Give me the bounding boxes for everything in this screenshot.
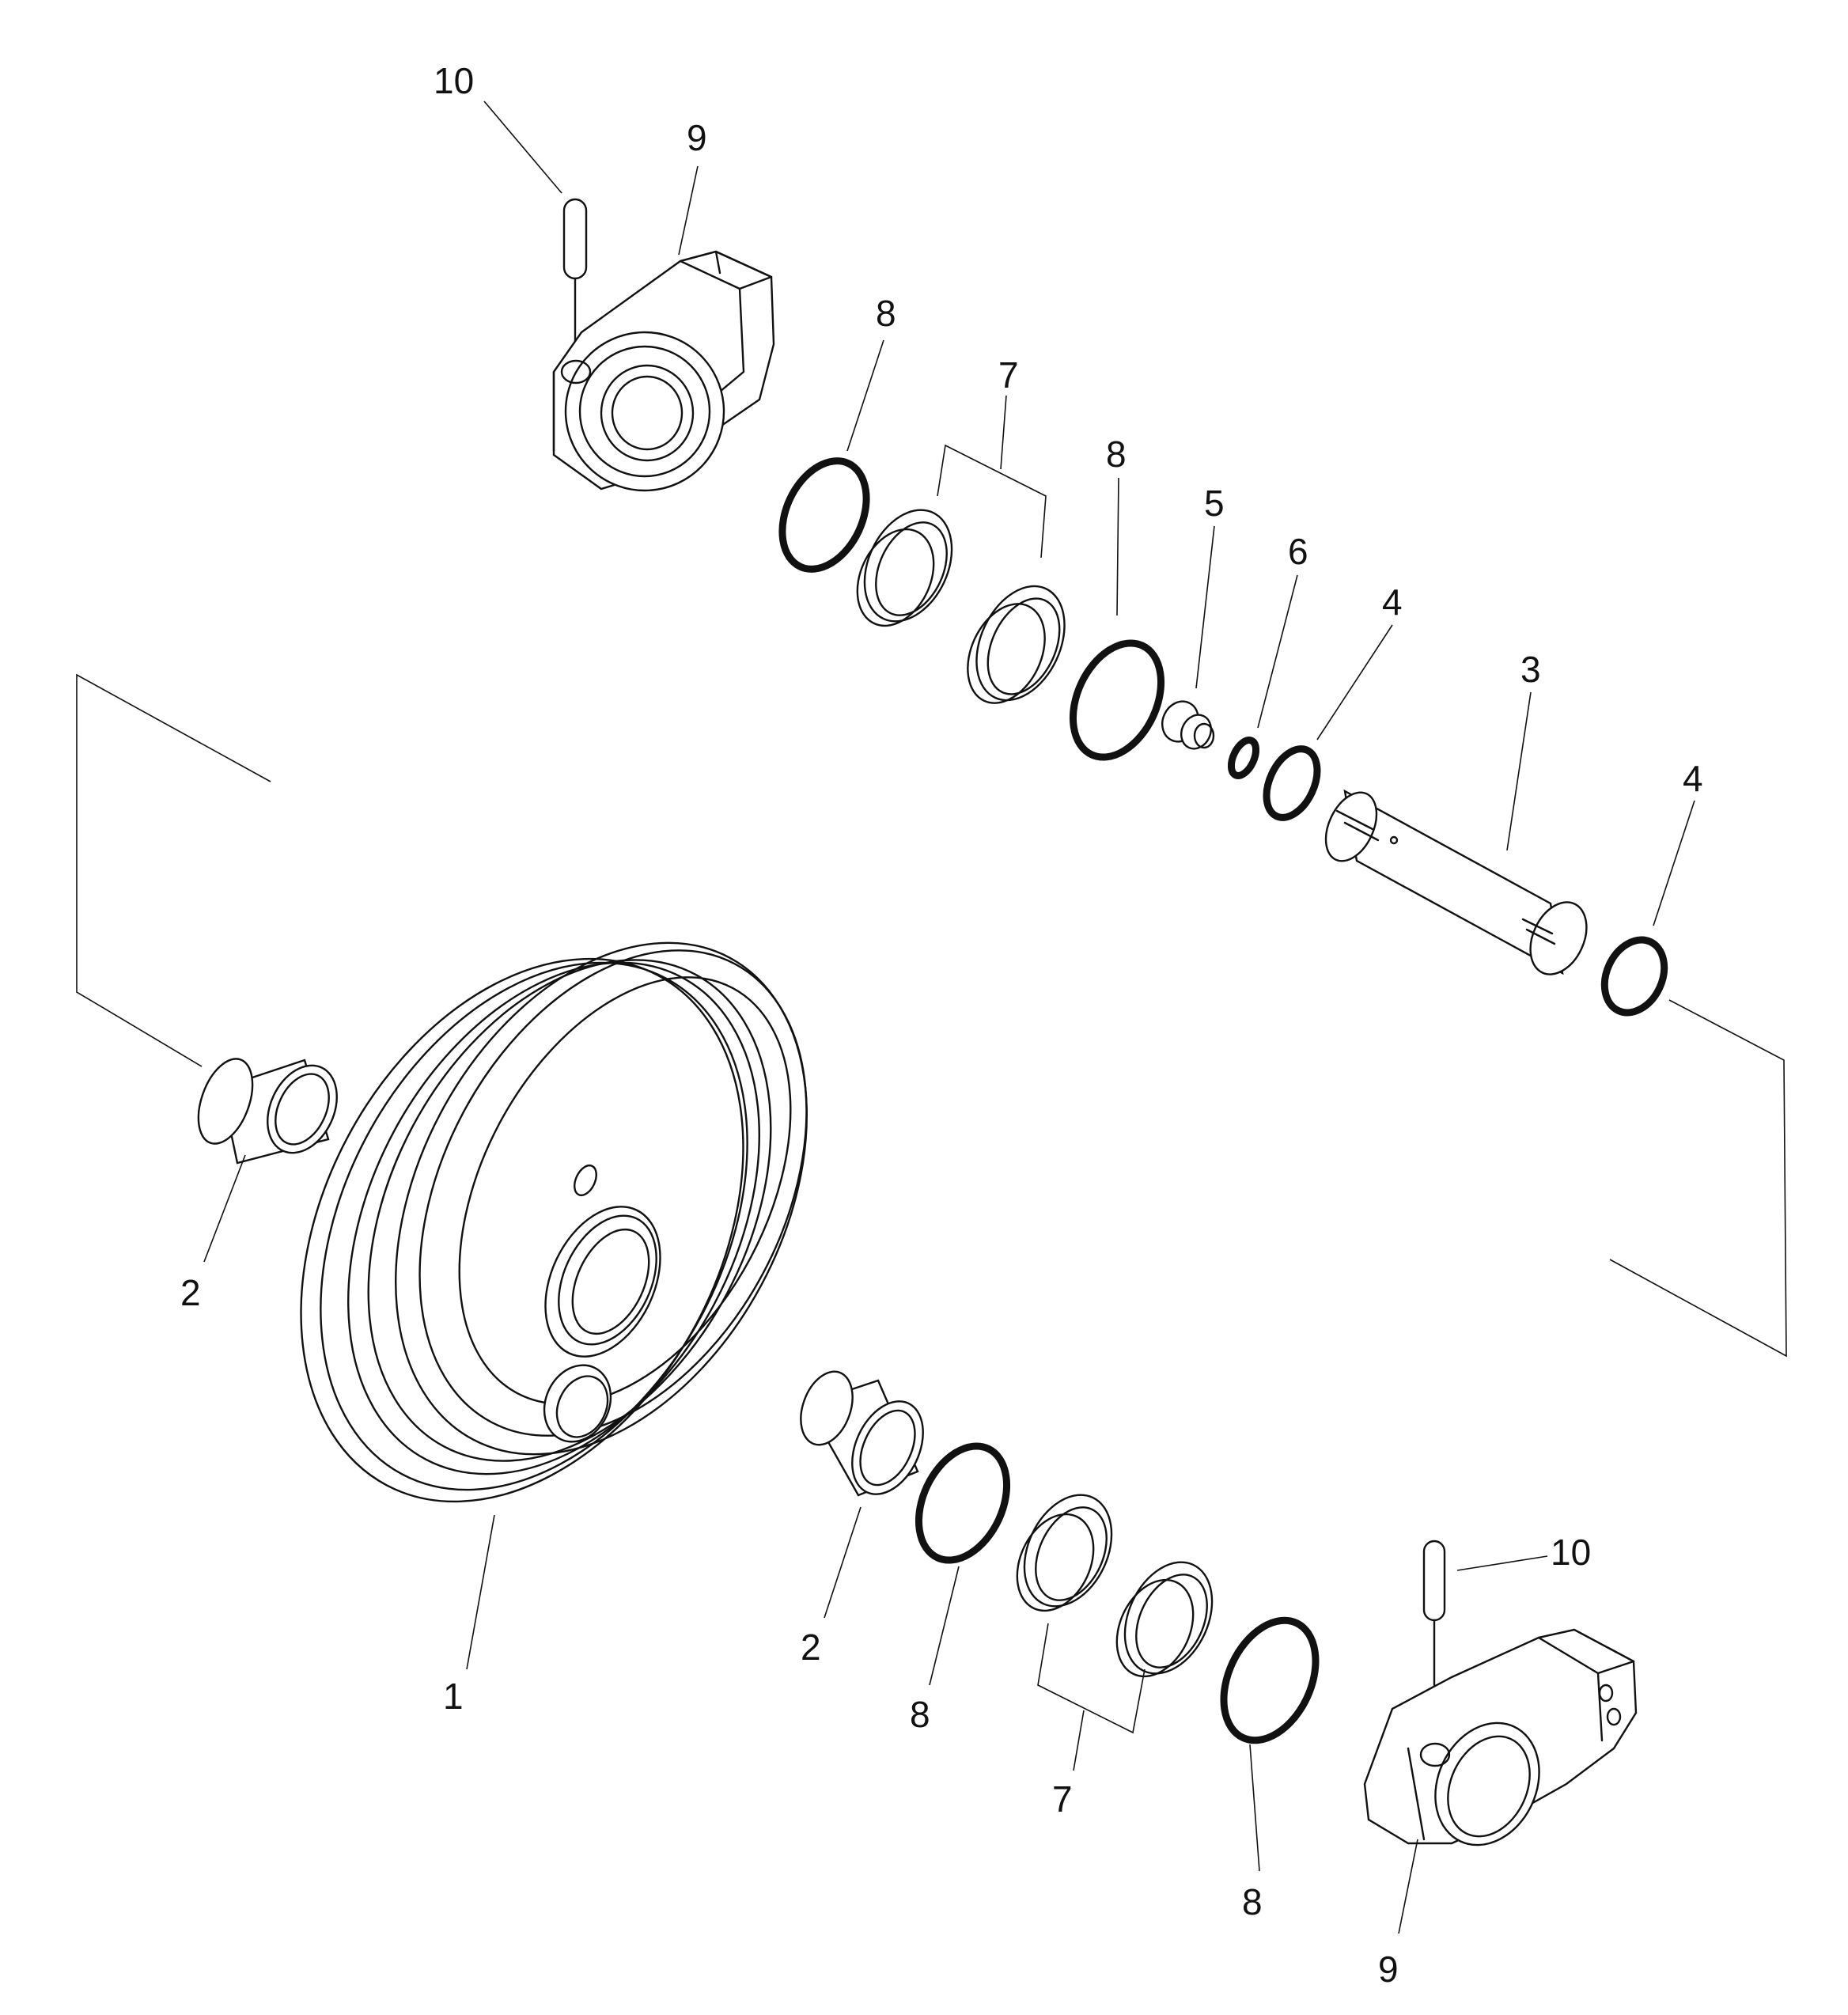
callout-5: 5 <box>1204 483 1225 524</box>
callout-3: 3 <box>1520 649 1541 690</box>
floating-seal-7a <box>856 509 953 627</box>
floating-seal-7b <box>967 585 1066 704</box>
callout-7-top: 7 <box>998 354 1019 396</box>
shaft-3 <box>1324 789 1588 975</box>
callout-4-b: 4 <box>1683 758 1703 799</box>
bushing-2-left <box>197 1058 338 1165</box>
callout-4-a: 4 <box>1382 581 1403 623</box>
assembly-line-right <box>1609 999 1787 1358</box>
callout-9-bottom: 9 <box>1378 1949 1399 1990</box>
o-ring-4b <box>1600 936 1668 1017</box>
callout-8-a: 8 <box>876 293 896 334</box>
o-ring-8d <box>1220 1616 1320 1744</box>
o-ring-4a <box>1263 745 1321 821</box>
callout-9-top: 9 <box>687 117 707 158</box>
callout-6: 6 <box>1288 531 1308 572</box>
leader-lines <box>203 100 1695 1934</box>
o-ring-6 <box>1227 737 1260 779</box>
o-ring-8b <box>1069 639 1165 761</box>
floating-seal-7c <box>1016 1494 1113 1612</box>
o-ring-8c <box>915 1442 1011 1564</box>
bracket-top <box>552 250 775 492</box>
callout-8-d: 8 <box>1242 1881 1263 1922</box>
bushing-2-middle <box>800 1370 924 1497</box>
callout-2-left: 2 <box>180 1272 201 1313</box>
callout-7-bottom: 7 <box>1052 1778 1073 1820</box>
floating-seal-7d <box>1115 1561 1214 1678</box>
callout-2-middle: 2 <box>801 1627 821 1668</box>
callout-8-b: 8 <box>1106 434 1127 475</box>
plug-5 <box>1161 700 1215 750</box>
assembly-line-left <box>76 673 271 1067</box>
idler-wheel-1 <box>300 941 808 1503</box>
o-ring-8a <box>778 457 870 573</box>
callout-1: 1 <box>443 1676 464 1717</box>
callout-8-c: 8 <box>910 1694 930 1735</box>
callout-10-bottom: 10 <box>1551 1532 1591 1573</box>
callout-10-top: 10 <box>434 60 474 101</box>
bracket-bottom <box>1363 1628 1638 1846</box>
